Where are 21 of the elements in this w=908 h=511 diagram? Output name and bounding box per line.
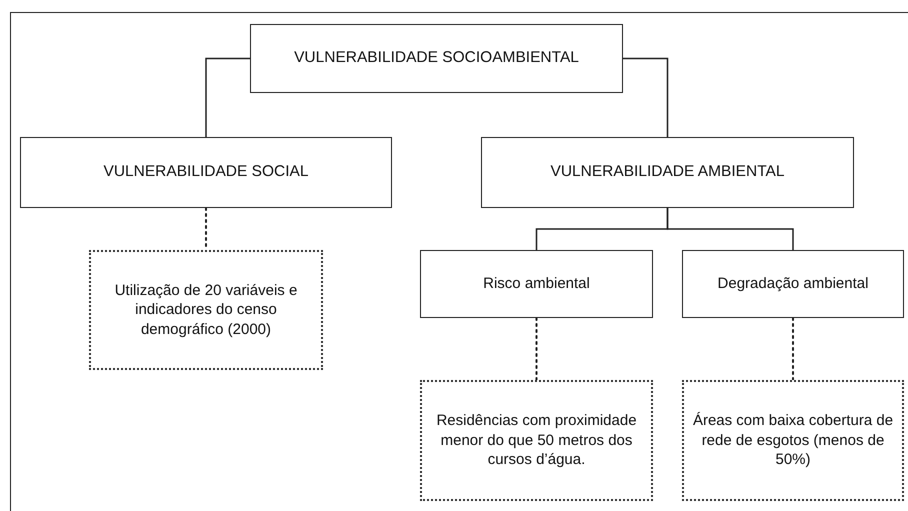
connector-line: [623, 58, 668, 137]
box-text: Risco ambiental: [483, 274, 590, 294]
box-text: Áreas com baixa cobertura de rede de esgotos (menos de 50%): [692, 411, 894, 470]
category-box: [20, 137, 392, 208]
category-box: [682, 250, 904, 318]
box-text: VULNERABILIDADE SOCIOAMBIENTAL: [294, 48, 579, 68]
category-box: [420, 250, 653, 318]
box-text: Degradação ambiental: [718, 274, 868, 294]
connector-line: [666, 208, 794, 250]
box-text: Utilização de 20 variáveis e indicadores do censo demográfico (2000): [114, 280, 298, 340]
category-box: [481, 137, 854, 208]
box-text: VULNERABILIDADE AMBIENTAL: [550, 162, 784, 182]
category-box: [250, 24, 623, 93]
dotted-text-box: [89, 250, 323, 370]
dotted-text-box: [420, 380, 653, 501]
box-text: VULNERABILIDADE SOCIAL: [103, 162, 308, 182]
dotted-connector: [792, 317, 794, 381]
connector-line: [205, 58, 250, 137]
dotted-connector: [536, 317, 538, 381]
dotted-text-box: [682, 380, 904, 501]
box-text: Residências com proximidade menor do que 50 metros dos cursos d’água.: [435, 411, 638, 470]
